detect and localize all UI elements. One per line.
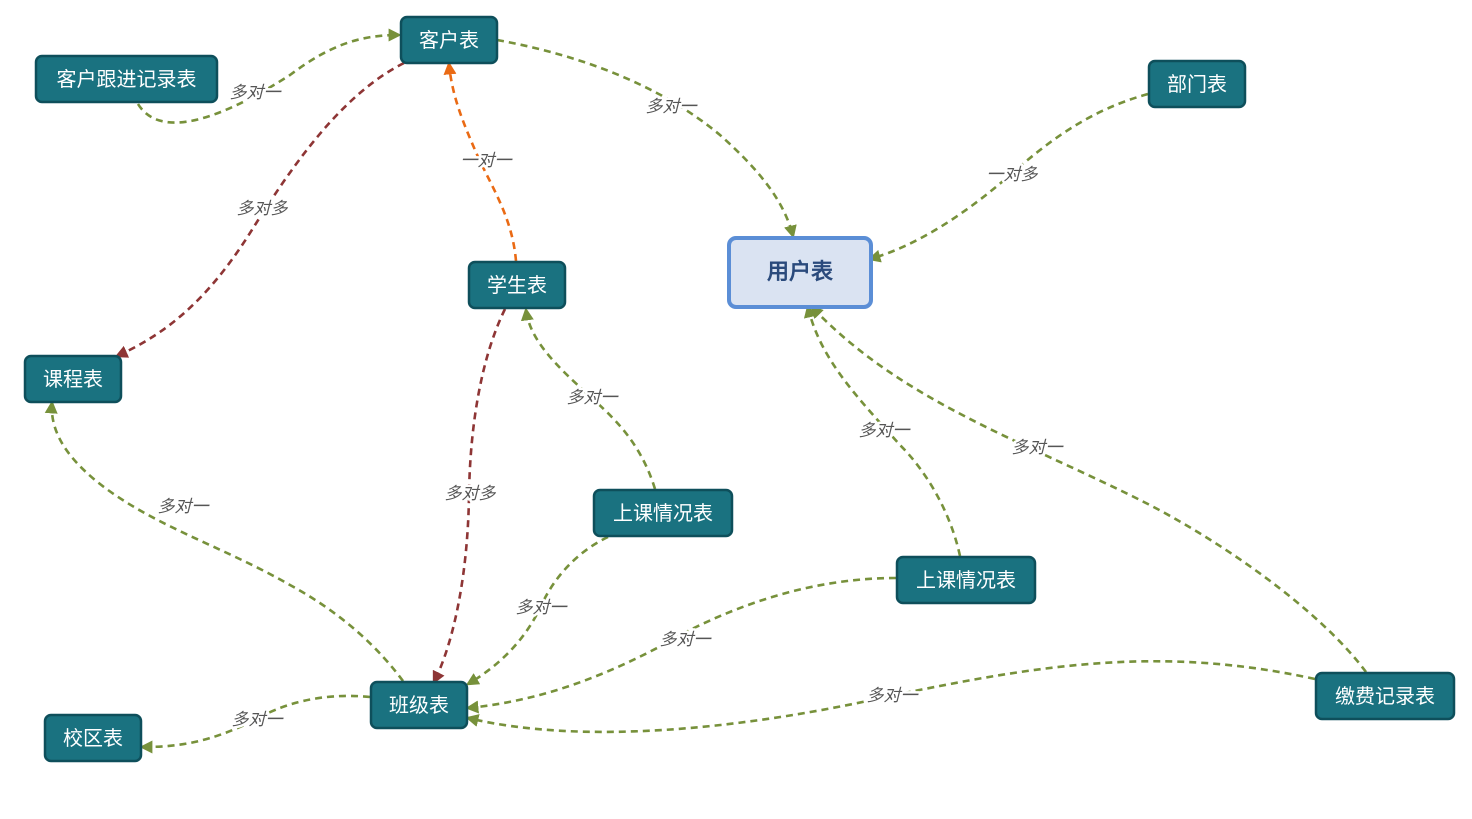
node-box: [43, 713, 143, 763]
node-box: [399, 15, 499, 65]
node-attend1[interactable]: 上课情况表: [592, 488, 734, 538]
edge-attend2-to-clazz: 多对一: [465, 576, 897, 714]
node-label: 客户表: [419, 28, 479, 52]
node-box: [727, 236, 873, 309]
node-followup[interactable]: 客户跟进记录表: [34, 54, 219, 104]
node-label: 客户跟进记录表: [57, 67, 197, 91]
node-clazz[interactable]: 班级表: [369, 680, 469, 730]
edge-followup-to-customer: 多对一: [136, 28, 402, 124]
edge-label: 多对一: [1012, 438, 1065, 458]
edge-line: [44, 400, 405, 682]
edge-line: [810, 305, 1368, 673]
edge-label: 多对多: [237, 199, 289, 219]
node-campus[interactable]: 校区表: [43, 713, 143, 763]
edge-student-to-clazz: 多对多: [432, 308, 507, 685]
edge-label: 一对多: [987, 165, 1039, 185]
node-box: [1147, 59, 1247, 109]
edge-label: 多对一: [567, 388, 620, 408]
node-attend2[interactable]: 上课情况表: [895, 555, 1037, 605]
node-box: [1314, 671, 1456, 721]
edge-label: 多对一: [232, 710, 285, 730]
edge-label: 多对一: [867, 686, 920, 706]
node-label: 课程表: [43, 367, 103, 391]
edge-label: 多对一: [660, 630, 713, 650]
edge-attend2-to-user: 多对一: [803, 304, 962, 557]
edge-line: [520, 307, 657, 490]
node-label: 校区表: [63, 726, 123, 750]
edge-label: 多对多: [445, 484, 497, 504]
edge-payment-to-clazz: 多对一: [465, 659, 1316, 734]
edge-customer-to-course: 多对多: [114, 61, 405, 358]
node-label: 用户表: [767, 259, 834, 285]
edge-clazz-to-course: 多对一: [44, 400, 405, 682]
edge-line: [465, 576, 897, 714]
node-label: 上课情况表: [916, 568, 1016, 592]
node-course[interactable]: 课程表: [23, 354, 123, 404]
node-label: 缴费记录表: [1335, 684, 1435, 708]
edge-label: 多对一: [516, 598, 569, 618]
node-box: [34, 54, 219, 104]
edge-attend1-to-student: 多对一: [520, 307, 657, 490]
edge-line: [496, 38, 797, 239]
node-box: [369, 680, 469, 730]
edge-label: 多对一: [158, 497, 211, 517]
edge-label: 多对一: [646, 97, 699, 117]
edge-clazz-to-campus: 多对一: [139, 694, 371, 754]
edge-dept-to-user: 一对多: [867, 92, 1149, 263]
edge-student-to-customer: 一对一: [443, 61, 518, 262]
nodes-layer: 客户表客户跟进记录表部门表用户表学生表课程表上课情况表上课情况表班级表校区表缴费…: [23, 15, 1456, 763]
node-label: 班级表: [389, 693, 449, 717]
edge-line: [465, 535, 609, 686]
edge-line: [139, 694, 371, 754]
node-label: 部门表: [1167, 72, 1227, 96]
edge-label: 多对一: [230, 83, 283, 103]
node-box: [895, 555, 1037, 605]
edge-line: [136, 28, 402, 124]
node-payment[interactable]: 缴费记录表: [1314, 671, 1456, 721]
edge-attend1-to-clazz: 多对一: [465, 535, 609, 686]
edge-line: [114, 61, 405, 358]
node-label: 上课情况表: [613, 501, 713, 525]
node-user[interactable]: 用户表: [727, 236, 873, 309]
node-customer[interactable]: 客户表: [399, 15, 499, 65]
node-box: [467, 260, 567, 310]
node-label: 学生表: [487, 273, 547, 297]
edge-customer-to-user: 多对一: [496, 38, 797, 239]
node-dept[interactable]: 部门表: [1147, 59, 1247, 109]
node-box: [592, 488, 734, 538]
edges-layer: 多对一多对一多对多一对一一对多多对多多对一多对一多对一多对一多对一多对一多对一多…: [44, 28, 1368, 754]
edge-label: 多对一: [859, 421, 912, 441]
node-box: [23, 354, 123, 404]
edge-payment-to-user: 多对一: [810, 305, 1368, 673]
edge-line: [465, 659, 1316, 734]
node-student[interactable]: 学生表: [467, 260, 567, 310]
edge-label: 一对一: [461, 151, 514, 171]
edge-line: [867, 92, 1149, 263]
